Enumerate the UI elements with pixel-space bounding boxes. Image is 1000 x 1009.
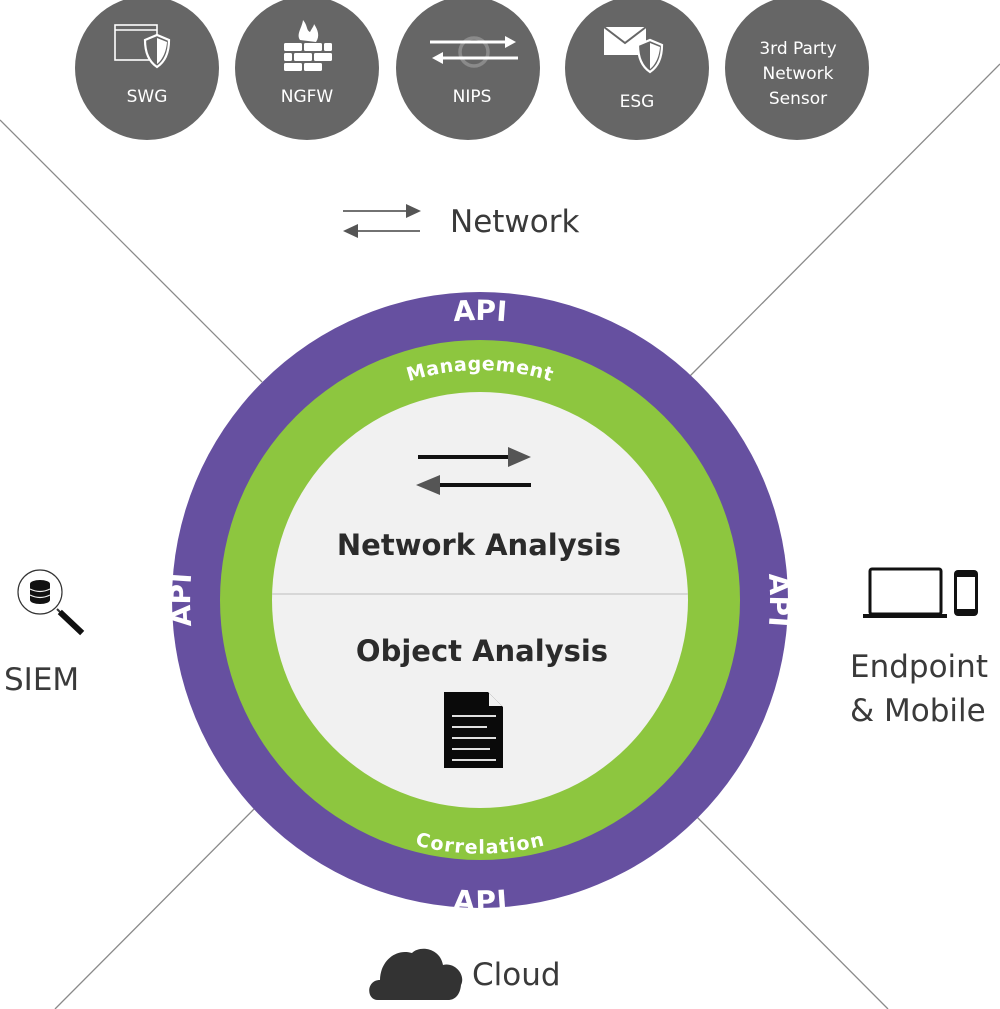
cloud-icon xyxy=(369,948,463,1000)
api-label-top: API xyxy=(452,294,508,328)
sensor-ngfw[interactable]: NGFW xyxy=(235,0,379,140)
sensor-label-esg: ESG xyxy=(620,92,655,112)
sensor-label-nips: NIPS xyxy=(453,87,492,107)
network-analysis-label: Network Analysis xyxy=(337,528,621,562)
sensor-nips[interactable]: NIPS xyxy=(396,0,540,140)
connector-line-bottom-left xyxy=(54,802,261,1009)
endpoint-label-line2: & Mobile xyxy=(850,693,986,729)
firewall-icon xyxy=(284,20,332,71)
connector-line-bottom-right xyxy=(684,804,889,1009)
network-analysis-arrows-icon xyxy=(416,447,531,495)
database-search-icon xyxy=(17,569,85,636)
object-analysis-label: Object Analysis xyxy=(356,634,608,668)
cloud-category[interactable]: Cloud xyxy=(369,948,561,1000)
bidirectional-arrows-icon xyxy=(343,204,421,238)
document-icon xyxy=(444,692,503,768)
connector-line-top-right xyxy=(685,63,1000,381)
siem-category[interactable]: SIEM xyxy=(4,569,85,698)
connector-line-top-left xyxy=(0,119,263,383)
sensor-label-ngfw: NGFW xyxy=(281,87,334,107)
network-label: Network xyxy=(450,204,579,240)
network-category[interactable]: Network xyxy=(343,204,579,240)
sensor-esg[interactable]: ESG xyxy=(565,0,709,140)
endpoint-label-line1: Endpoint xyxy=(850,649,988,685)
endpoint-category[interactable]: Endpoint & Mobile xyxy=(850,567,988,729)
core-platform: API API API API Management Correlation N… xyxy=(164,292,796,918)
sensor-label-swg: SWG xyxy=(127,87,168,107)
traffic-arrows-icon xyxy=(430,36,518,68)
email-shield-icon xyxy=(603,26,664,74)
sensor-label-third-party-line3: Sensor xyxy=(769,89,827,109)
core-circle xyxy=(272,392,688,808)
cloud-label: Cloud xyxy=(472,957,561,993)
api-label-bottom: API xyxy=(452,884,508,918)
sensor-swg[interactable]: SWG xyxy=(75,0,219,140)
api-label-right: API xyxy=(762,572,796,628)
sensor-third-party[interactable]: 3rd Party Network Sensor xyxy=(725,0,869,140)
laptop-phone-icon xyxy=(863,567,978,618)
sensor-label-third-party-line1: 3rd Party xyxy=(759,39,836,59)
api-label-left: API xyxy=(164,572,198,628)
browser-shield-icon xyxy=(114,24,171,69)
sensor-label-third-party-line2: Network xyxy=(763,64,834,84)
siem-label: SIEM xyxy=(4,662,79,698)
